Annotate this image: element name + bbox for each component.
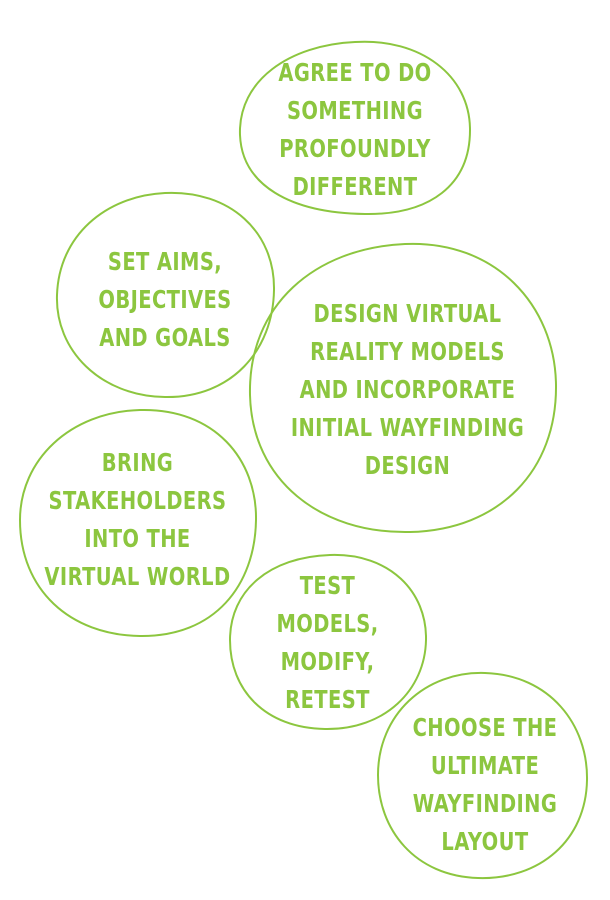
bubble-outline-stakeholders — [18, 408, 258, 638]
bubble-outline-test — [228, 553, 428, 731]
step-design: DESIGN VIRTUAL REALITY MODELS AND INCORP… — [289, 290, 527, 490]
step-aims-label: SET AIMS, OBJECTIVES AND GOALS — [98, 247, 232, 352]
step-choose: CHOOSE THE ULTIMATE WAYFINDING LAYOUT — [407, 710, 563, 860]
bubble-outline-agree — [238, 40, 472, 216]
step-design-label: DESIGN VIRTUAL REALITY MODELS AND INCORP… — [290, 299, 525, 480]
step-choose-label: CHOOSE THE ULTIMATE WAYFINDING LAYOUT — [412, 713, 558, 856]
step-stakeholders-label: BRING STAKEHOLDERS INTO THE VIRTUAL WORL… — [44, 448, 231, 591]
bubble-outline-aims — [55, 191, 276, 399]
bubble-outline-design — [248, 242, 558, 534]
step-agree: AGREE TO DO SOMETHING PROFOUNDLY DIFFERE… — [269, 55, 441, 205]
step-stakeholders: BRING STAKEHOLDERS INTO THE VIRTUAL WORL… — [34, 440, 241, 600]
step-test-label: TEST MODELS, MODIFY, RETEST — [276, 571, 379, 714]
bubble-outline-choose — [376, 671, 589, 880]
step-agree-label: AGREE TO DO SOMETHING PROFOUNDLY DIFFERE… — [278, 58, 432, 201]
step-test: TEST MODELS, MODIFY, RETEST — [248, 571, 408, 714]
step-aims: SET AIMS, OBJECTIVES AND GOALS — [83, 225, 247, 375]
